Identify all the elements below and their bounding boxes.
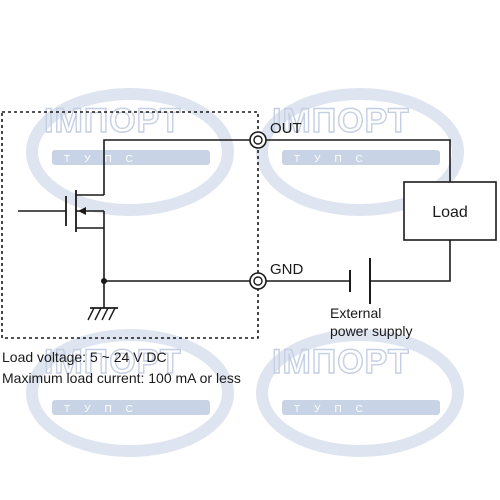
power-supply-label-line2: power supply [330,323,413,339]
watermark-brand: ІМПОРТ [272,343,410,381]
watermark-brand: ІМПОРТ [44,343,182,381]
power-supply-label-line1: External [330,305,381,321]
load-voltage-note: Load voltage: 5 ~ 24 V DC [2,349,167,365]
watermark-bottom-right: ІМПОРТ ТУПС [256,329,464,457]
wire-drain-to-out [103,139,250,195]
watermark-brand: ІМПОРТ [44,102,182,140]
watermark-sub: ТУПС [64,154,147,165]
gnd-label: GND [270,261,304,278]
watermark-sub: ТУПС [64,404,147,415]
watermark-top-left: ІМПОРТ ТУПС [26,88,234,216]
load-label: Load [432,204,468,221]
gnd-terminal [249,272,267,290]
watermark-layer: ІМПОРТ ТУПС ІМПОРТ ТУПС ІМПОРТ ТУПС ІМПО… [26,88,464,457]
transistor-symbol [18,190,105,232]
ground-symbol [87,307,118,321]
junction-dot [101,278,107,284]
max-current-note: Maximum load current: 100 mA or less [2,370,241,386]
out-label: OUT [270,120,302,137]
out-terminal [249,131,267,149]
watermark-sub: ТУПС [294,154,377,165]
circuit-wires [103,139,451,308]
watermark-brand: ІМПОРТ [272,102,410,140]
watermark-sub: ТУПС [294,404,377,415]
wire-source-to-gnd [103,228,250,282]
sensor-boundary-box [1,111,259,339]
watermark-top-right: ІМПОРТ ТУПС [256,88,464,216]
wire-load-to-supply [370,240,451,282]
load-box [403,181,497,241]
power-supply-symbol [349,258,371,304]
watermark-bottom-left: ІМПОРТ ТУПС [26,329,234,457]
wire-out-to-load [266,139,451,182]
